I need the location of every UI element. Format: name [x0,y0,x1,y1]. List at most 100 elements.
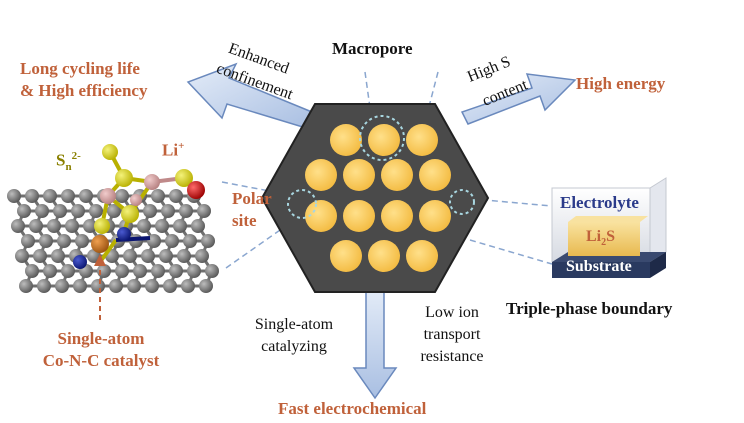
carbon-atom [61,264,75,278]
nitrogen-atom [117,227,131,241]
carbon-atom [143,204,157,218]
carbon-atom [57,234,71,248]
low-ion-label-3: resistance [420,348,484,365]
carbon-atom [197,204,211,218]
carbon-atom [39,234,53,248]
catalyst-arrowhead [94,254,106,266]
catalyst-label-2: Co-N-C catalyst [42,351,160,370]
sulfur-atom [144,174,160,190]
carbon-atom [181,279,195,293]
carbon-atom [73,279,87,293]
long-cycling-label-1: Long cycling life [20,59,140,78]
triple-phase-box [551,177,667,278]
carbon-atom [107,204,121,218]
carbon-atom [43,264,57,278]
carbon-atom [7,189,21,203]
carbon-atom [29,219,43,233]
carbon-atom [123,249,137,263]
polar-site-label-2: site [232,211,257,230]
polysulfide-label: Sn2- [56,150,81,174]
low-ion-label-2: transport [423,326,481,343]
carbon-atom [75,234,89,248]
carbon-atom [141,249,155,263]
carbon-atom [21,234,35,248]
fast-electrochemical-label: Fast electrochemical [278,399,427,418]
cobalt-atom [91,235,109,253]
carbon-atom [19,279,33,293]
lithium-atom [175,169,193,187]
carbon-atom [47,219,61,233]
carbon-atom [109,279,123,293]
lithium-atom [130,194,142,206]
molecule-atoms [73,144,205,269]
low-ion-label-1: Low ion [425,304,479,321]
carbon-atom [159,249,173,263]
carbon-atom [151,264,165,278]
carbon-atom [79,189,93,203]
polar-site-label-1: Polar [232,189,272,208]
carbon-atom [187,264,201,278]
catalyzing-label-2: catalyzing [261,338,327,355]
sulfur-atom [121,205,139,223]
carbon-atom [53,204,67,218]
carbon-atom [183,234,197,248]
carbon-atom [169,189,183,203]
substrate-label: Substrate [566,258,632,275]
sulfur-atom [100,188,116,204]
nitrogen-atom [73,255,87,269]
carbon-atom [137,219,151,233]
carbon-atom [145,279,159,293]
carbon-atom [83,219,97,233]
sulfur-atom [94,218,110,234]
carbon-atom [33,249,47,263]
carbon-atom [161,204,175,218]
carbon-atom [163,279,177,293]
carbon-atom [151,189,165,203]
oxygen-atom [187,181,205,199]
highlight-rings [287,115,475,219]
carbon-atom [155,219,169,233]
carbon-atom [37,279,51,293]
carbon-atom [11,219,25,233]
carbon-atom [65,219,79,233]
carbon-atom [35,204,49,218]
carbon-atom [147,234,161,248]
carbon-atom [133,264,147,278]
carbon-atom [169,264,183,278]
sulfur-atom [102,144,118,160]
carbon-atom [51,249,65,263]
catalyst-label-1: Single-atom [57,329,145,348]
carbon-atom [127,279,141,293]
graphene-lattice [7,189,219,293]
carbon-atom [195,249,209,263]
carbon-atom [55,279,69,293]
carbon-atom [173,219,187,233]
lithium-ion-label: Li+ [162,140,185,160]
carbon-atom [179,204,193,218]
carbon-atom [205,264,219,278]
carbon-atom [199,279,213,293]
arrow-upper-right [460,73,577,125]
catalyzing-label-1: Single-atom [254,316,334,333]
carbon-atom [177,249,191,263]
arrow-upper-left [186,62,313,129]
carbon-atom [15,249,29,263]
carbon-atom [25,189,39,203]
carbon-atom [43,189,57,203]
carbon-atom [201,234,215,248]
macropore-label: Macropore [332,39,413,58]
carbon-atom [91,279,105,293]
carbon-atom [17,204,31,218]
carbon-atom [191,219,205,233]
carbon-atom [71,204,85,218]
triple-phase-label: Triple-phase boundary [506,299,673,318]
carbon-atom [61,189,75,203]
li2s-label: Li2S [586,228,616,249]
long-cycling-label-2: & High efficiency [20,81,148,100]
carbon-atom [115,264,129,278]
carbon-atom [165,234,179,248]
electrolyte-label: Electrolyte [560,193,639,212]
carbon-atom [115,189,129,203]
carbon-atom [25,264,39,278]
